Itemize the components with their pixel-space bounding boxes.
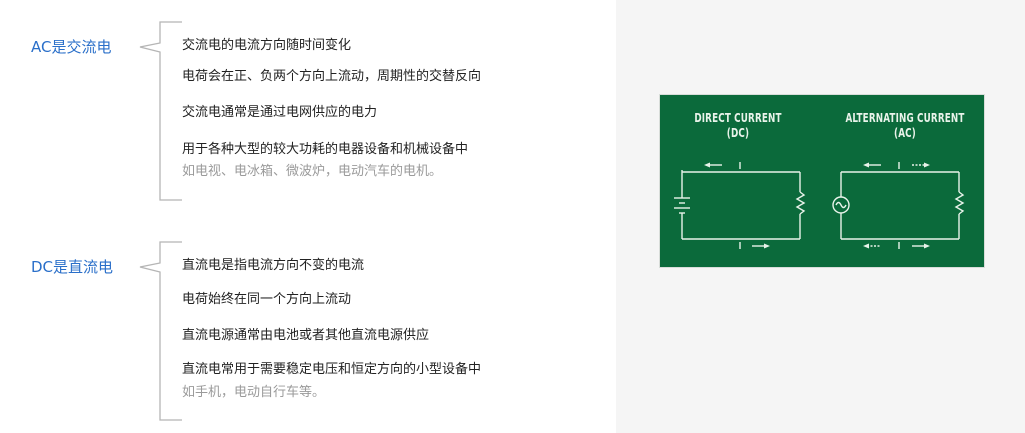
ac-circuit xyxy=(832,162,965,249)
ac-item-1: 交流电的电流方向随时间变化 xyxy=(182,38,352,53)
dc-item-1: 直流电是指电流方向不变的电流 xyxy=(182,258,365,273)
dc-item-3: 直流电源通常由电池或者其他直流电源供应 xyxy=(182,328,430,343)
bracket-icon xyxy=(139,241,182,421)
bracket-icon xyxy=(139,21,182,201)
ac-item-4: 用于各种大型的较大功耗的电器设备和机械设备中 xyxy=(182,142,469,157)
ac-section: AC是交流电 交流电的电流方向随时间变化 电荷会在正、负两个方向上流动，周期性的… xyxy=(0,0,616,210)
ac-item-4-note: 如电视、电冰箱、微波炉，电动汽车的电机。 xyxy=(182,164,443,179)
dc-item-4: 直流电常用于需要稳定电压和恒定方向的小型设备中 xyxy=(182,362,482,377)
dc-item-2: 电荷始终在同一个方向上流动 xyxy=(182,292,352,307)
dc-circuit xyxy=(674,162,806,249)
ac-label: AC是交流电 xyxy=(31,38,112,56)
ac-dc-circuit-diagram: DIRECT CURRENT (DC) ALTERNATING CURRENT … xyxy=(660,95,984,267)
dc-label: DC是直流电 xyxy=(31,258,114,276)
ac-item-3: 交流电通常是通过电网供应的电力 xyxy=(182,105,378,120)
ac-title: ALTERNATING CURRENT (AC) xyxy=(845,110,965,140)
circuit-drawing xyxy=(674,162,965,249)
ac-item-2: 电荷会在正、负两个方向上流动，周期性的交替反向 xyxy=(182,69,482,84)
dc-title: DIRECT CURRENT (DC) xyxy=(694,110,782,140)
dc-section: DC是直流电 直流电是指电流方向不变的电流 电荷始终在同一个方向上流动 直流电源… xyxy=(31,241,482,421)
dc-item-4-note: 如手机，电动自行车等。 xyxy=(182,385,326,400)
image-panel: DIRECT CURRENT (DC) ALTERNATING CURRENT … xyxy=(616,0,1025,433)
